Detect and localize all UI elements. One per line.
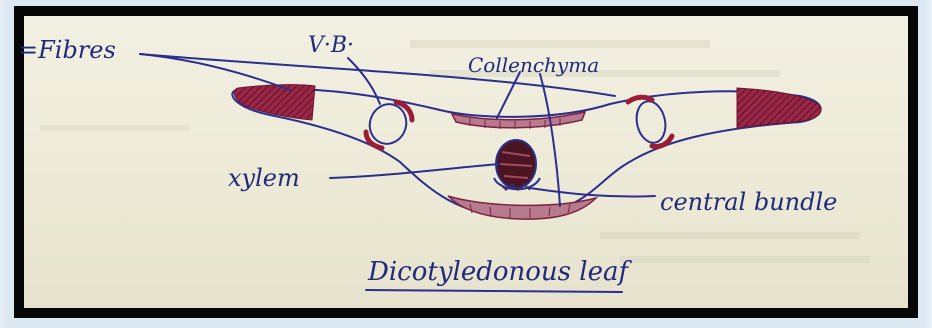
background-writing: [40, 40, 870, 263]
right-fibre-patch: [737, 88, 821, 128]
central-bundle: [494, 140, 540, 190]
label-vb: V·B·: [308, 33, 354, 58]
label-xylem: xylem: [228, 164, 300, 192]
diagram-title: Dicotyledonous leaf: [367, 257, 632, 287]
label-central-bundle: central bundle: [660, 188, 837, 216]
right-vascular-bundle: [628, 97, 672, 146]
label-fibres: =Fibres: [18, 36, 116, 64]
collenchyma-leader-upper: [497, 72, 520, 118]
left-fibre-patch: [234, 85, 315, 120]
title-underline: [366, 290, 622, 292]
collenchyma-leader-lower: [540, 74, 560, 206]
left-vascular-bundle: [364, 99, 412, 149]
lower-collenchyma: [448, 196, 596, 219]
label-collenchyma: Collenchyma: [468, 53, 599, 77]
